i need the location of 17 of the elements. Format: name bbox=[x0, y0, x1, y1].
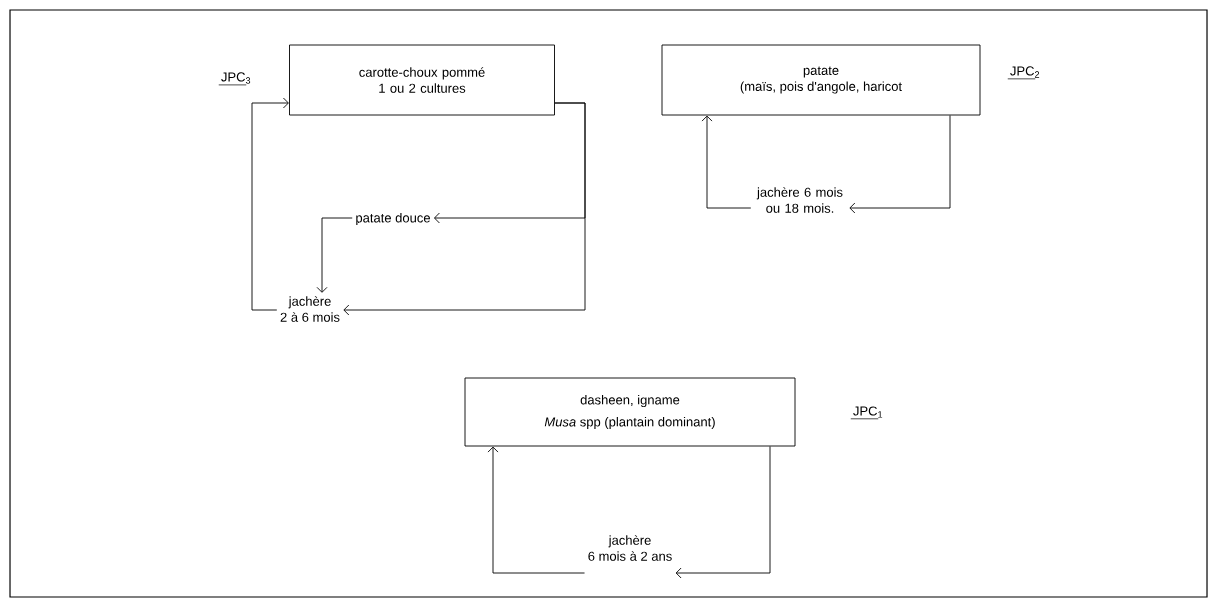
arrow bbox=[675, 446, 771, 579]
arrow bbox=[487, 446, 585, 574]
crop-text: jachère 6 mois à 2 ans bbox=[588, 535, 672, 561]
group-label: JPC$_{3}$ bbox=[218, 72, 251, 86]
group-label: JPC$_{2}$ bbox=[1007, 66, 1040, 80]
arrow bbox=[251, 97, 289, 311]
crop-text: patate douce bbox=[356, 212, 430, 226]
crop-box: carotte-choux pommé 1 ou 2 cultures bbox=[289, 44, 555, 116]
group-label: JPC$_{1}$ bbox=[850, 406, 883, 420]
crop-text: jachère 2 à 6 mois bbox=[280, 296, 340, 322]
crop-box: patate (maïs, pois d'angole, haricot bbox=[661, 44, 981, 116]
crop-box: dasheen, igname Musa spp (plantain dominant) bbox=[464, 377, 796, 447]
crop-text: jachère 6 mois ou 18 mois. bbox=[756, 187, 843, 213]
arrow bbox=[343, 102, 586, 316]
arrow bbox=[316, 217, 353, 293]
arrow bbox=[701, 115, 752, 209]
arrow bbox=[849, 115, 951, 214]
